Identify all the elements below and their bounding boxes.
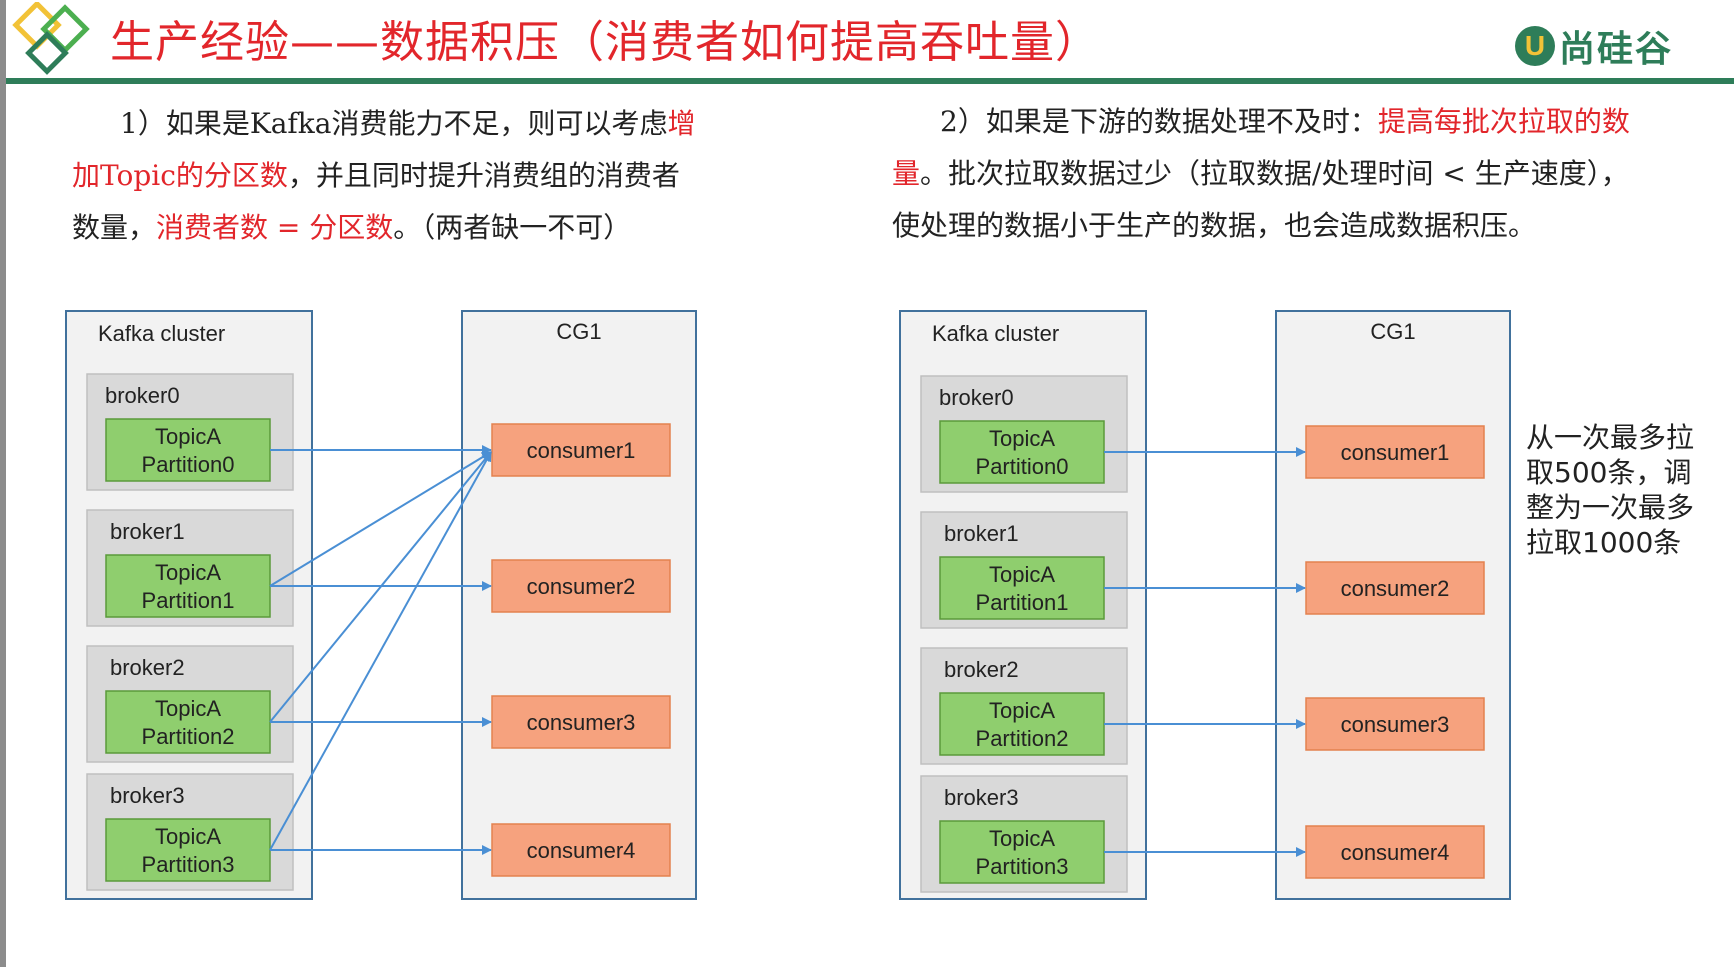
page-title: 生产经验——数据积压（消费者如何提高吞吐量）	[110, 17, 1100, 68]
diagram-1-partition-topic-2: TopicA	[155, 696, 221, 721]
diagram-1-consumer-label-1: consumer2	[527, 574, 636, 599]
left-line-1: 1）如果是Kafka消费能力不足，则可以考虑增	[72, 98, 712, 150]
left-line-1-highlight: 增	[667, 107, 696, 140]
diagram-2-consumer-label-2: consumer3	[1341, 712, 1450, 737]
diagram-2-partition-box-2	[939, 692, 1105, 756]
right-line-1-highlight: 提高每批次拉取的数	[1377, 105, 1630, 138]
left-line-3-text: 数量，	[72, 211, 157, 244]
right-line-1: 2）如果是下游的数据处理不及时：提高每批次拉取的数	[892, 96, 1672, 148]
diagram-2-partition-name-1: Partition1	[976, 590, 1069, 615]
right-line-3: 使处理的数据小于生产的数据，也会造成数据积压。	[892, 200, 1672, 252]
brand-logo: U 尚硅谷	[1515, 20, 1673, 72]
diagram-1-partition-topic-3: TopicA	[155, 824, 221, 849]
diagram-1-consumer-label-2: consumer3	[527, 710, 636, 735]
diagram-1-consumer-label-0: consumer1	[527, 438, 636, 463]
batch-size-note: 从一次最多拉 取500条，调 整为一次最多 拉取1000条	[1526, 420, 1726, 560]
diagram-1-broker-label-3: broker3	[110, 783, 185, 808]
diagram-1-broker-label-2: broker2	[110, 655, 185, 680]
diagram-2-broker-label-1: broker1	[944, 521, 1019, 546]
diagram-1-partition-topic-0: TopicA	[155, 424, 221, 449]
diagram-2-consumer-box-1	[1305, 561, 1485, 615]
diagram-1-partition-box-1	[105, 554, 271, 618]
right-line-2-text: 。批次拉取数据过少（拉取数据/处理时间 < 生产速度），	[920, 157, 1629, 190]
diagram-1-partition-name-0: Partition0	[142, 452, 235, 477]
diagram-1-consumer-box-1	[491, 559, 671, 613]
diagram-2-consumer-label-0: consumer1	[1341, 440, 1450, 465]
diagram-1-broker-label-1: broker1	[110, 519, 185, 544]
slide-left-border	[0, 0, 6, 967]
right-line-2: 量。批次拉取数据过少（拉取数据/处理时间 < 生产速度），	[892, 148, 1672, 200]
diagram-2-partition-box-1	[939, 556, 1105, 620]
left-line-3-tail: 。（两者缺一不可）	[393, 211, 632, 244]
diagram-2-consumer-group-label: CG1	[1370, 319, 1415, 344]
diagram-1-partition-name-1: Partition1	[142, 588, 235, 613]
brand-badge-icon: U	[1515, 26, 1555, 66]
diagram-2-partition-topic-1: TopicA	[989, 562, 1055, 587]
diagram-1-partition-topic-1: TopicA	[155, 560, 221, 585]
left-line-2-text: ，并且同时提升消费组的消费者	[287, 159, 680, 192]
diagram-2-partition-name-0: Partition0	[976, 454, 1069, 479]
diagram-1-partition-box-2	[105, 690, 271, 754]
left-line-1-text: 1）如果是Kafka消费能力不足，则可以考虑	[120, 107, 668, 140]
right-line-1-text: 2）如果是下游的数据处理不及时：	[940, 105, 1378, 138]
diagram-1-arrow-partition-3-to-consumer-0	[269, 451, 492, 851]
diagram-1-consumer-box-3	[491, 823, 671, 877]
left-description: 1）如果是Kafka消费能力不足，则可以考虑增 加Topic的分区数，并且同时提…	[72, 98, 712, 254]
note-line-2: 取500条，调	[1526, 456, 1692, 489]
diagram-2-kafka-cluster-label: Kafka cluster	[932, 321, 1059, 346]
diagram-1-partition-name-2: Partition2	[142, 724, 235, 749]
diagram-1-kafka-cluster-label: Kafka cluster	[98, 321, 225, 346]
diagram-2-partition-box-0	[939, 420, 1105, 484]
diagram-2-partition-topic-2: TopicA	[989, 698, 1055, 723]
note-line-1: 从一次最多拉	[1526, 421, 1695, 454]
diagram-1-broker-label-0: broker0	[105, 383, 180, 408]
brand-name: 尚硅谷	[1559, 29, 1674, 70]
diamond-logo-icon	[12, 2, 90, 75]
note-line-4: 拉取1000条	[1526, 526, 1682, 559]
diagram-1-consumer-box-0	[491, 423, 671, 477]
right-line-3-text: 使处理的数据小于生产的数据，也会造成数据积压。	[892, 209, 1537, 242]
right-line-2-highlight: 量	[892, 157, 921, 190]
left-line-3-highlight: 消费者数 = 分区数	[156, 211, 394, 244]
left-line-3: 数量，消费者数 = 分区数。（两者缺一不可）	[72, 202, 712, 254]
diagram-1-consumer-label-3: consumer4	[527, 838, 636, 863]
diagram-1-consumer-group-label: CG1	[556, 319, 601, 344]
diagram-2-broker-label-3: broker3	[944, 785, 1019, 810]
diagram-2-broker-label-0: broker0	[939, 385, 1014, 410]
diagram-1-consumer-box-2	[491, 695, 671, 749]
diagram-2-partition-name-3: Partition3	[976, 854, 1069, 879]
diagram-2-partition-name-2: Partition2	[976, 726, 1069, 751]
left-line-2: 加Topic的分区数，并且同时提升消费组的消费者	[72, 150, 712, 202]
diagram-2-consumer-label-3: consumer4	[1341, 840, 1450, 865]
left-line-2-highlight: 加Topic的分区数	[72, 159, 288, 192]
diagram-2-consumer-box-2	[1305, 697, 1485, 751]
diagram-2-broker-label-2: broker2	[944, 657, 1019, 682]
diagram-2-consumer-box-0	[1305, 425, 1485, 479]
note-line-3: 整为一次最多	[1526, 491, 1695, 524]
diagram-2-consumer-box-3	[1305, 825, 1485, 879]
right-description: 2）如果是下游的数据处理不及时：提高每批次拉取的数 量。批次拉取数据过少（拉取数…	[892, 96, 1672, 252]
diagram-2-partition-topic-3: TopicA	[989, 826, 1055, 851]
diagram-2-partition-topic-0: TopicA	[989, 426, 1055, 451]
diagram-1-partition-box-3	[105, 818, 271, 882]
diagram-1-arrow-partition-1-to-consumer-0	[269, 451, 492, 587]
diagram-1-arrow-partition-2-to-consumer-0	[269, 451, 492, 723]
diagram-2-consumer-label-1: consumer2	[1341, 576, 1450, 601]
header-divider	[6, 78, 1734, 84]
diagram-1-partition-name-3: Partition3	[142, 852, 235, 877]
diagram-1-partition-box-0	[105, 418, 271, 482]
